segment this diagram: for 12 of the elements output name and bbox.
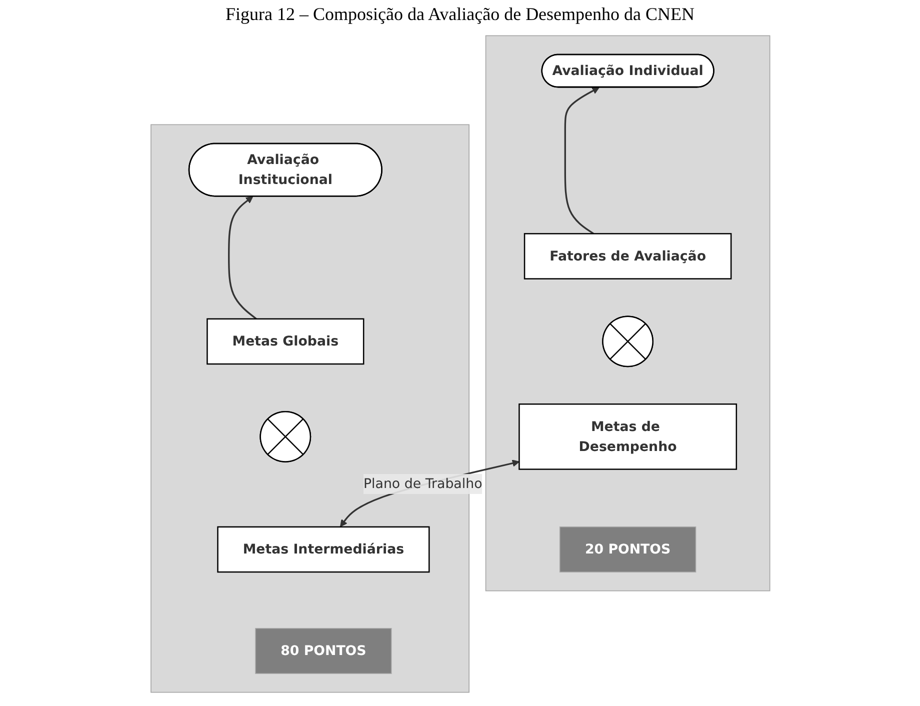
arrow	[340, 460, 520, 527]
node-box: Metas de Desempenho	[518, 403, 737, 470]
node-box: 80 PONTOS	[254, 628, 392, 674]
arrow	[228, 196, 256, 320]
node-box: Metas Intermediárias	[216, 526, 430, 573]
cluster	[484, 35, 770, 592]
node-box: Fatores de Avaliação	[524, 233, 732, 280]
edge-label: Plano de Trabalho	[363, 476, 482, 492]
node-box: 20 PONTOS	[559, 526, 696, 572]
arrow	[564, 87, 600, 234]
node-box: Metas Globais	[206, 318, 364, 365]
figure-title: Figura 12 – Composição da Avaliação de Desempenho da CNEN	[224, 3, 696, 26]
